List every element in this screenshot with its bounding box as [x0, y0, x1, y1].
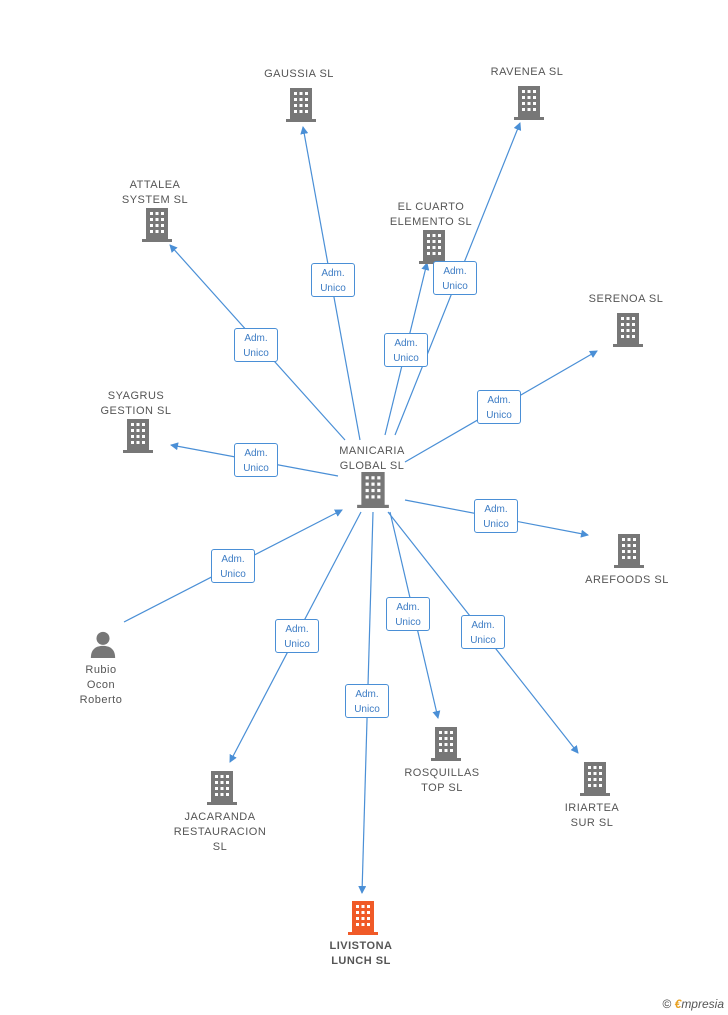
- arefoods-building-icon[interactable]: [614, 534, 644, 568]
- node-label-elcuarto[interactable]: EL CUARTO ELEMENTO SL: [389, 201, 473, 228]
- node-label-gaussia[interactable]: GAUSSIA SL: [264, 68, 334, 80]
- node-label-serenoa[interactable]: SERENOA SL: [588, 293, 664, 305]
- copyright-symbol: ©: [662, 997, 672, 1011]
- node-label-attalea[interactable]: ATTALEA SYSTEM SL: [121, 179, 189, 206]
- gaussia-building-icon[interactable]: [286, 88, 316, 122]
- edge-label-rosquillas[interactable]: Adm. Unico: [386, 597, 430, 631]
- iriartea-building-icon[interactable]: [580, 762, 610, 796]
- node-label-syagrus[interactable]: SYAGRUS GESTION SL: [100, 390, 172, 417]
- brand-logo-initial: €: [674, 997, 682, 1011]
- edge-label-syagrus[interactable]: Adm. Unico: [234, 443, 278, 477]
- node-label-jacaranda[interactable]: JACARANDA RESTAURACION SL: [173, 811, 267, 853]
- edge-label-gaussia[interactable]: Adm. Unico: [311, 263, 355, 297]
- edge-label-arefoods[interactable]: Adm. Unico: [474, 499, 518, 533]
- edge-label-iriartea[interactable]: Adm. Unico: [461, 615, 505, 649]
- edge-label-livistona[interactable]: Adm. Unico: [345, 684, 389, 718]
- node-label-arefoods[interactable]: AREFOODS SL: [585, 574, 669, 586]
- elcuarto-building-icon[interactable]: [419, 230, 449, 264]
- rubio-person-icon[interactable]: [90, 631, 116, 658]
- livistona-building-icon[interactable]: [348, 901, 378, 935]
- syagrus-building-icon[interactable]: [123, 419, 153, 453]
- edge-label-jacaranda[interactable]: Adm. Unico: [275, 619, 319, 653]
- node-label-iriartea[interactable]: IRIARTEA SUR SL: [564, 802, 620, 829]
- rosquillas-building-icon[interactable]: [431, 727, 461, 761]
- node-label-livistona[interactable]: LIVISTONA LUNCH SL: [329, 940, 393, 967]
- edge-label-serenoa[interactable]: Adm. Unico: [477, 390, 521, 424]
- node-label-ravenea[interactable]: RAVENEA SL: [490, 66, 564, 78]
- edge-label-ravenea[interactable]: Adm. Unico: [433, 261, 477, 295]
- footer-brand: © €mpresia: [662, 997, 724, 1011]
- brand-name: mpresia: [681, 997, 724, 1011]
- jacaranda-building-icon[interactable]: [207, 771, 237, 805]
- center-building-icon[interactable]: [357, 472, 389, 508]
- ravenea-building-icon[interactable]: [514, 86, 544, 120]
- edge-label-rubio[interactable]: Adm. Unico: [211, 549, 255, 583]
- edge-label-elcuarto[interactable]: Adm. Unico: [384, 333, 428, 367]
- attalea-building-icon[interactable]: [142, 208, 172, 242]
- node-label-rosquillas[interactable]: ROSQUILLAS TOP SL: [404, 767, 480, 794]
- center-node-label[interactable]: MANICARIA GLOBAL SL: [339, 445, 405, 472]
- serenoa-building-icon[interactable]: [613, 313, 643, 347]
- edge-label-attalea[interactable]: Adm. Unico: [234, 328, 278, 362]
- node-label-rubio[interactable]: Rubio Ocon Roberto: [79, 664, 123, 706]
